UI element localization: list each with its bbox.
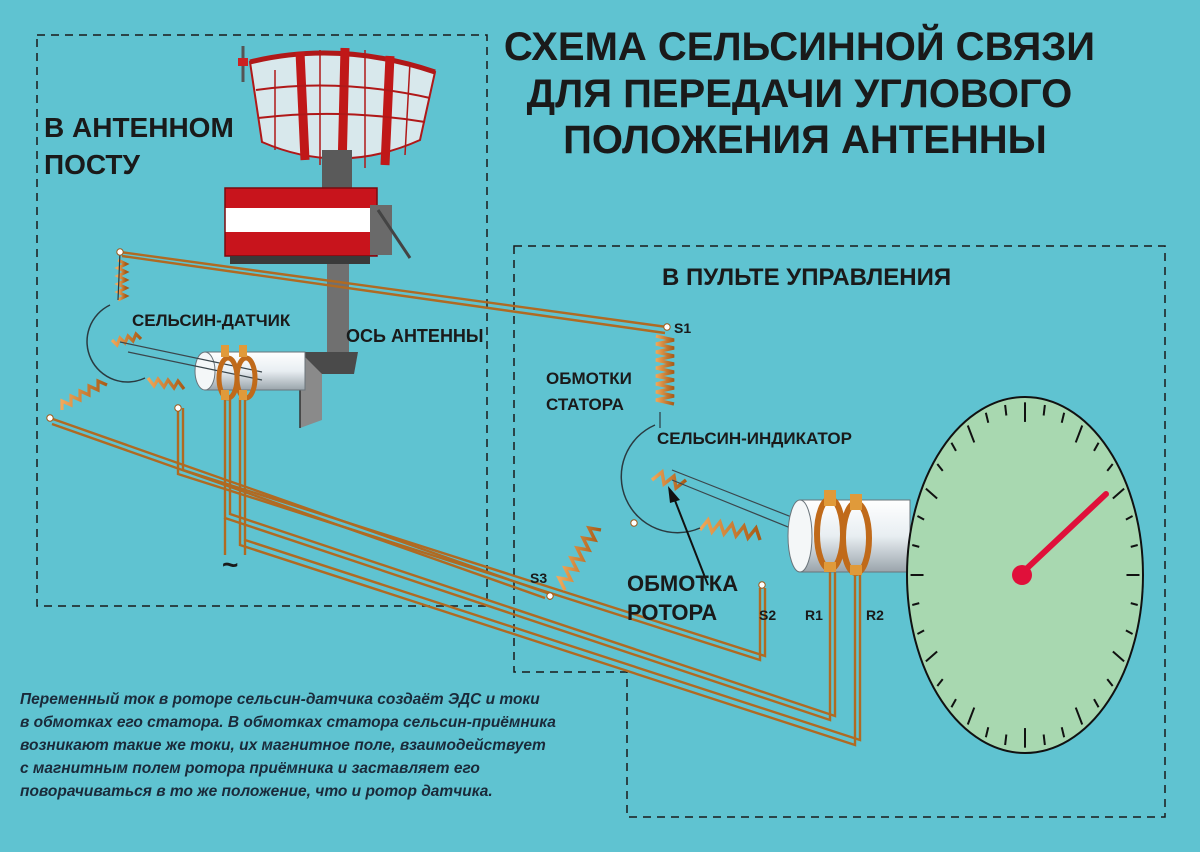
dial-tick <box>1112 487 1125 500</box>
dial-tick <box>925 487 938 500</box>
receiver-stator-coils <box>555 334 762 591</box>
terminal-s2-label: S2 <box>759 607 776 623</box>
rotor-winding-label: ОБМОТКА РОТОРА <box>627 571 744 625</box>
dial-tick <box>1106 463 1114 472</box>
dial-tick <box>1106 678 1114 687</box>
dial-tick <box>1112 650 1125 663</box>
transmitter-label: СЕЛЬСИН-ДАТЧИК <box>132 311 291 330</box>
receiver-rotor <box>671 469 911 576</box>
dial-tick <box>1042 404 1046 416</box>
transmitter-rotor <box>119 341 306 401</box>
terminal-dot <box>758 581 766 589</box>
dial-tick <box>936 678 944 687</box>
caption-line: поворачиваться в то же положение, что и … <box>20 783 493 800</box>
terminal-dot <box>174 404 182 412</box>
indicator-dial <box>906 396 1144 754</box>
dial-tick <box>966 707 976 725</box>
antenna-post-label: В АНТЕННОМ ПОСТУ <box>44 112 242 180</box>
dial-tick <box>912 544 920 548</box>
dial-tick <box>1004 404 1008 416</box>
dial-tick <box>1004 734 1008 746</box>
dial-tick <box>936 463 944 472</box>
terminal-s1-label: S1 <box>674 320 691 336</box>
terminal-s3-label: S3 <box>530 570 547 586</box>
terminal-dot <box>116 248 124 256</box>
explanation-caption: Переменный ток в роторе сельсин-датчика … <box>20 688 640 803</box>
dial-needle <box>1019 491 1109 576</box>
dial-tick <box>916 515 925 521</box>
dial-tick <box>984 412 990 424</box>
dial-tick <box>950 698 957 708</box>
receiver-core-loop <box>620 424 701 534</box>
caption-line: Переменный ток в роторе сельсин-датчика … <box>20 691 540 708</box>
terminal-dot <box>46 414 54 422</box>
dial-tick <box>1130 602 1138 606</box>
dial-tick <box>1074 707 1084 725</box>
terminal-r2-label: R2 <box>866 607 884 623</box>
dial-tick <box>1130 544 1138 548</box>
diagram-title: СХЕМА СЕЛЬСИННОЙ СВЯЗИ ДЛЯ ПЕРЕДАЧИ УГЛО… <box>504 23 1106 162</box>
terminal-dot <box>546 592 554 600</box>
rotor-pointer-arrow <box>673 497 709 586</box>
caption-line: возникают такие же токи, их магнитное по… <box>20 737 546 754</box>
antenna-post-frame <box>36 34 488 607</box>
dial-ticks <box>910 402 1140 748</box>
terminal-dot <box>630 519 638 527</box>
receiver-label: СЕЛЬСИН-ИНДИКАТОР <box>657 429 852 448</box>
antenna-axis-label: ОСЬ АНТЕННЫ <box>346 326 484 346</box>
control-panel-frame <box>513 245 1166 818</box>
title-line-2: ДЛЯ ПЕРЕДАЧИ УГЛОВОГО <box>527 72 1073 116</box>
dial-tick <box>1093 442 1100 452</box>
title-line-1: СХЕМА СЕЛЬСИННОЙ СВЯЗИ <box>504 23 1095 69</box>
dial-tick <box>1060 412 1066 424</box>
dial-hub <box>1012 565 1032 585</box>
dial-tick <box>966 425 976 443</box>
dial-tick <box>950 442 957 452</box>
dial-tick <box>1125 515 1134 521</box>
stator-windings-label: ОБМОТКИ СТАТОРА <box>546 369 637 414</box>
caption-line: с магнитным полем ротора приёмника и зас… <box>20 760 480 777</box>
dial-tick <box>1125 629 1134 635</box>
transmitter-core-loop <box>86 304 146 383</box>
dial-tick <box>912 602 920 606</box>
dial-tick <box>1074 425 1084 443</box>
radar-antenna-illustration <box>224 46 437 264</box>
terminal-r1-label: R1 <box>805 607 823 623</box>
terminal-dot <box>663 323 671 331</box>
dial-tick <box>925 650 938 663</box>
transmitter-stator-coils <box>60 258 186 410</box>
control-panel-label: В ПУЛЬТЕ УПРАВЛЕНИЯ <box>662 264 951 291</box>
dial-tick <box>1060 726 1066 738</box>
dial-tick <box>1042 734 1046 746</box>
wiring <box>49 250 862 747</box>
title-line-3: ПОЛОЖЕНИЯ АНТЕННЫ <box>563 118 1047 162</box>
caption-line: в обмотках его статора. В обмотках стато… <box>20 714 556 731</box>
dial-tick <box>1093 698 1100 708</box>
dial-tick <box>984 726 990 738</box>
dial-tick <box>916 629 925 635</box>
ac-symbol: ~ <box>222 549 238 580</box>
